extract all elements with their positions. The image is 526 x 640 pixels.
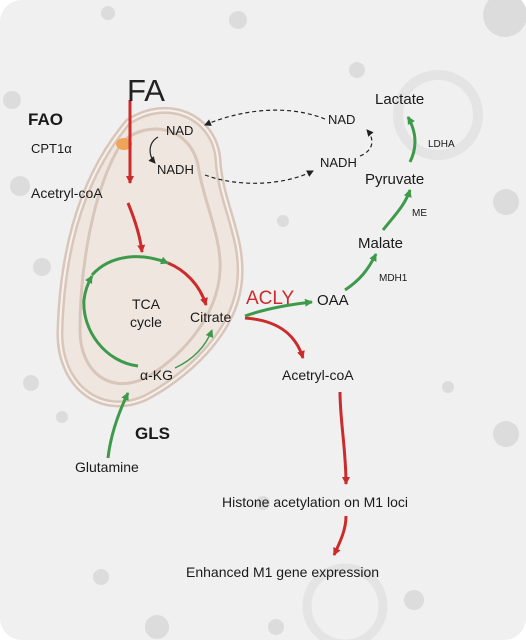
- label-histone: Histone acetylation on M1 loci: [222, 494, 408, 510]
- label-enhanced: Enhanced M1 gene expression: [186, 564, 380, 580]
- label-nad-mito: NAD: [166, 123, 194, 138]
- arrow-citrate-to-oaa: [244, 298, 313, 318]
- label-me: ME: [412, 208, 427, 219]
- cpt1a-marker: [116, 138, 132, 150]
- label-fao: FAO: [28, 110, 63, 129]
- arrow-nadh-to-nad-cyto: [359, 129, 374, 157]
- arrow-histone-to-enhanced: [332, 515, 348, 556]
- label-nad-cyto: NAD: [328, 112, 356, 127]
- arrow-nadh-mito-to-nadh-cyto: [204, 170, 314, 184]
- arrow-nad-cyto-to-nad-mito: [204, 109, 326, 126]
- label-glutamine: Glutamine: [75, 459, 139, 475]
- label-nadh-mito: NADH: [157, 162, 194, 177]
- label-cpt1a: CPT1α: [31, 141, 72, 156]
- cristae: [78, 127, 222, 385]
- label-alpha-kg: α-KG: [140, 367, 173, 383]
- label-acetyl-coa-mito: Acetryl-coA: [31, 185, 103, 201]
- arrow-pyruvate-to-lactate: [406, 116, 417, 163]
- arrow-malate-to-pyruvate: [381, 189, 412, 231]
- arrow-tca-to-citrate: [167, 261, 208, 306]
- red-arrows: [126, 100, 350, 556]
- arrow-akg-to-citrate: [174, 329, 214, 369]
- label-oaa: OAA: [317, 292, 349, 309]
- arrow-tca-left: [82, 275, 139, 368]
- label-fa: FA: [127, 73, 165, 108]
- green-arrows: [82, 116, 417, 459]
- arrow-acetylcoa-to-tca: [126, 202, 146, 253]
- arrow-acetylcoa-to-histone: [338, 391, 350, 485]
- arrow-tca-top: [90, 255, 169, 277]
- label-acetyl-coa-cyto: Acetryl-coA: [282, 367, 354, 383]
- label-ldha: LDHA: [428, 139, 455, 150]
- arrow-nad-to-nadh-mito: [148, 136, 159, 164]
- arrow-glutamine-to-akg: [106, 392, 130, 459]
- label-gls: GLS: [135, 424, 170, 443]
- arrow-oaa-to-malate: [344, 253, 378, 292]
- label-tca-cycle: TCA cycle: [130, 296, 162, 331]
- label-acly: ACLY: [246, 288, 295, 309]
- label-lactate: Lactate: [375, 91, 425, 108]
- background-decoration: [3, 0, 526, 640]
- mitochondrion-inner: [58, 109, 242, 405]
- label-nadh-cyto: NADH: [320, 155, 357, 170]
- label-pyruvate: Pyruvate: [365, 171, 425, 188]
- dashed-arrows: [204, 109, 374, 184]
- label-citrate: Citrate: [190, 309, 232, 325]
- label-mdh1: MDH1: [379, 273, 408, 284]
- label-malate: Malate: [358, 235, 404, 252]
- arrow-citrate-to-acetylcoa: [244, 316, 305, 359]
